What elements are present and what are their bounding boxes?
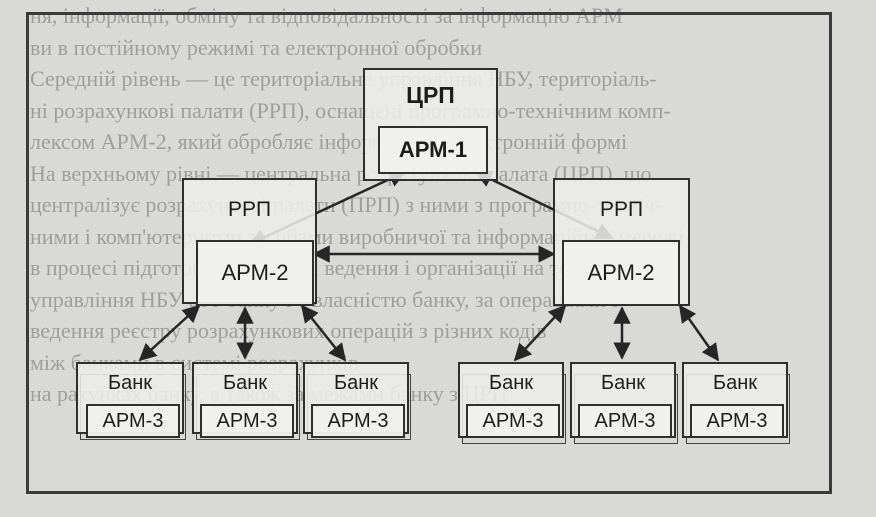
bank-r2-arm-box: АРМ-3	[578, 404, 672, 438]
background-text-line: ні розрахункові палати (РРП), оснащені п…	[30, 97, 671, 123]
background-text-line: Середній рівень — це територіальне управ…	[30, 66, 657, 91]
rrp-right-arm-box: АРМ-2	[562, 240, 680, 306]
bank-r3-arm-box: АРМ-3	[690, 404, 784, 438]
diagram-frame	[26, 12, 832, 494]
bank-r3-label: Банк	[712, 372, 758, 394]
bank-l2-arm-box: АРМ-3	[200, 404, 294, 438]
background-text-line: ведення реєстру розрахункових операцій з…	[30, 318, 547, 343]
crp-arm-box: АРМ-1	[378, 126, 488, 174]
background-text-line: ви в постійному режимі та електронної об…	[30, 34, 483, 60]
bank-l1-arm-box: АРМ-3	[86, 404, 180, 438]
bank-r2-arm-label: АРМ-3	[594, 409, 656, 432]
bank-r3-arm-label: АРМ-3	[706, 409, 768, 432]
bank-r1-arm-label: АРМ-3	[482, 409, 544, 432]
rrp-left-arm-box: АРМ-2	[196, 240, 314, 306]
link-rrp-left-bank-l3	[300, 304, 347, 362]
bank-r2-label: Банк	[600, 372, 646, 394]
background-text-line: ня, інформації, обміну та відповідальнос…	[30, 3, 623, 28]
rrp-left-label: РРП	[227, 198, 272, 221]
link-rrp-left-bank-l1	[138, 304, 201, 362]
background-text-line: лексом АРМ-2, який обробляє інформацію в…	[30, 129, 628, 154]
rrp-right-arm-label: АРМ-2	[587, 260, 655, 285]
link-rrp-right-bank-r1	[513, 304, 567, 362]
bank-r1-arm-box: АРМ-3	[466, 404, 560, 438]
bank-l3-label: Банк	[333, 372, 379, 394]
bank-l3-arm-label: АРМ-3	[327, 409, 389, 432]
bank-l1-arm-label: АРМ-3	[102, 409, 164, 432]
rrp-left-arm-label: АРМ-2	[221, 260, 289, 285]
bank-l2-label: Банк	[222, 372, 268, 394]
bank-l2-arm-label: АРМ-3	[216, 409, 278, 432]
crp-arm-label: АРМ-1	[398, 137, 468, 162]
crp-label: ЦРП	[406, 82, 455, 108]
link-rrp-right-bank-r3	[678, 304, 720, 362]
rrp-right-label: РРП	[599, 198, 644, 221]
bank-r1-label: Банк	[488, 372, 534, 394]
bank-l3-arm-box: АРМ-3	[311, 404, 405, 438]
bank-l1-label: Банк	[107, 372, 153, 394]
